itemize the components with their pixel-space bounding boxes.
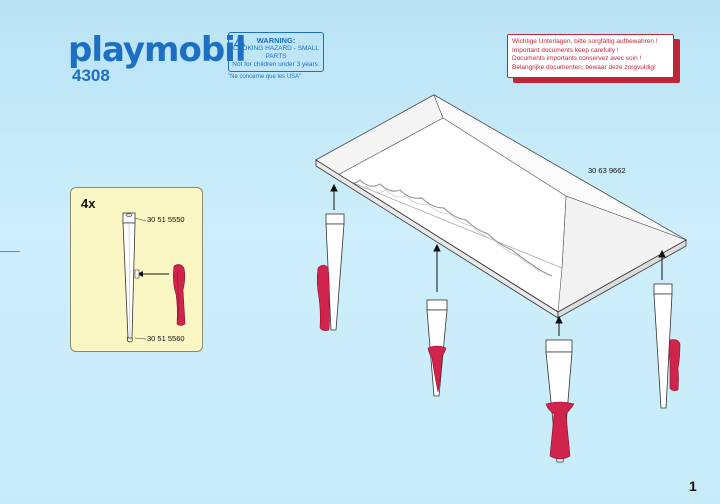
- notice-line-nl: Belangrijke documenten, bewaar deze zorg…: [512, 63, 656, 71]
- canopy-part-number: 30 63 9662: [588, 166, 626, 175]
- parts-detail-box: 4x 30 51 5550 30 51 5560: [70, 187, 203, 352]
- margin-tick: [0, 251, 20, 252]
- part-number-drape: 30 51 5560: [147, 334, 185, 343]
- page-number: 1: [689, 478, 697, 494]
- notice-line-en: Important documents keep carefully !: [512, 46, 619, 54]
- detail-quantity: 4x: [81, 196, 96, 211]
- svg-text:!: !: [239, 40, 241, 47]
- set-number: 4308: [72, 66, 110, 85]
- warning-line-2: Not for children under 3 years.: [232, 61, 320, 68]
- brand-logo: playmobil: [68, 30, 246, 70]
- pole-middle: [426, 299, 448, 397]
- pole-detail-illustration: [122, 212, 186, 343]
- pole-front: [545, 339, 575, 463]
- notice-line-fr: Documents importants conservez avec soin…: [512, 55, 642, 62]
- notice-line-de: Wichtige Unterlagen, bitte sorgfältig au…: [512, 38, 658, 45]
- pole-right: [653, 283, 681, 409]
- usa-note: "Ne concerne que les USA": [228, 74, 302, 80]
- pole-back-left: [316, 213, 345, 331]
- warning-title: WARNING:: [256, 36, 296, 45]
- important-documents-notice: Wichtige Unterlagen, bitte sorgfältig au…: [507, 34, 674, 78]
- warning-line-1: CHOKING HAZARD - SMALL PARTS: [233, 45, 319, 60]
- warning-box: ! WARNING: CHOKING HAZARD - SMALL PARTS …: [228, 32, 324, 72]
- part-number-pole: 30 51 5550: [147, 215, 185, 224]
- warning-triangle-icon: !: [234, 36, 245, 46]
